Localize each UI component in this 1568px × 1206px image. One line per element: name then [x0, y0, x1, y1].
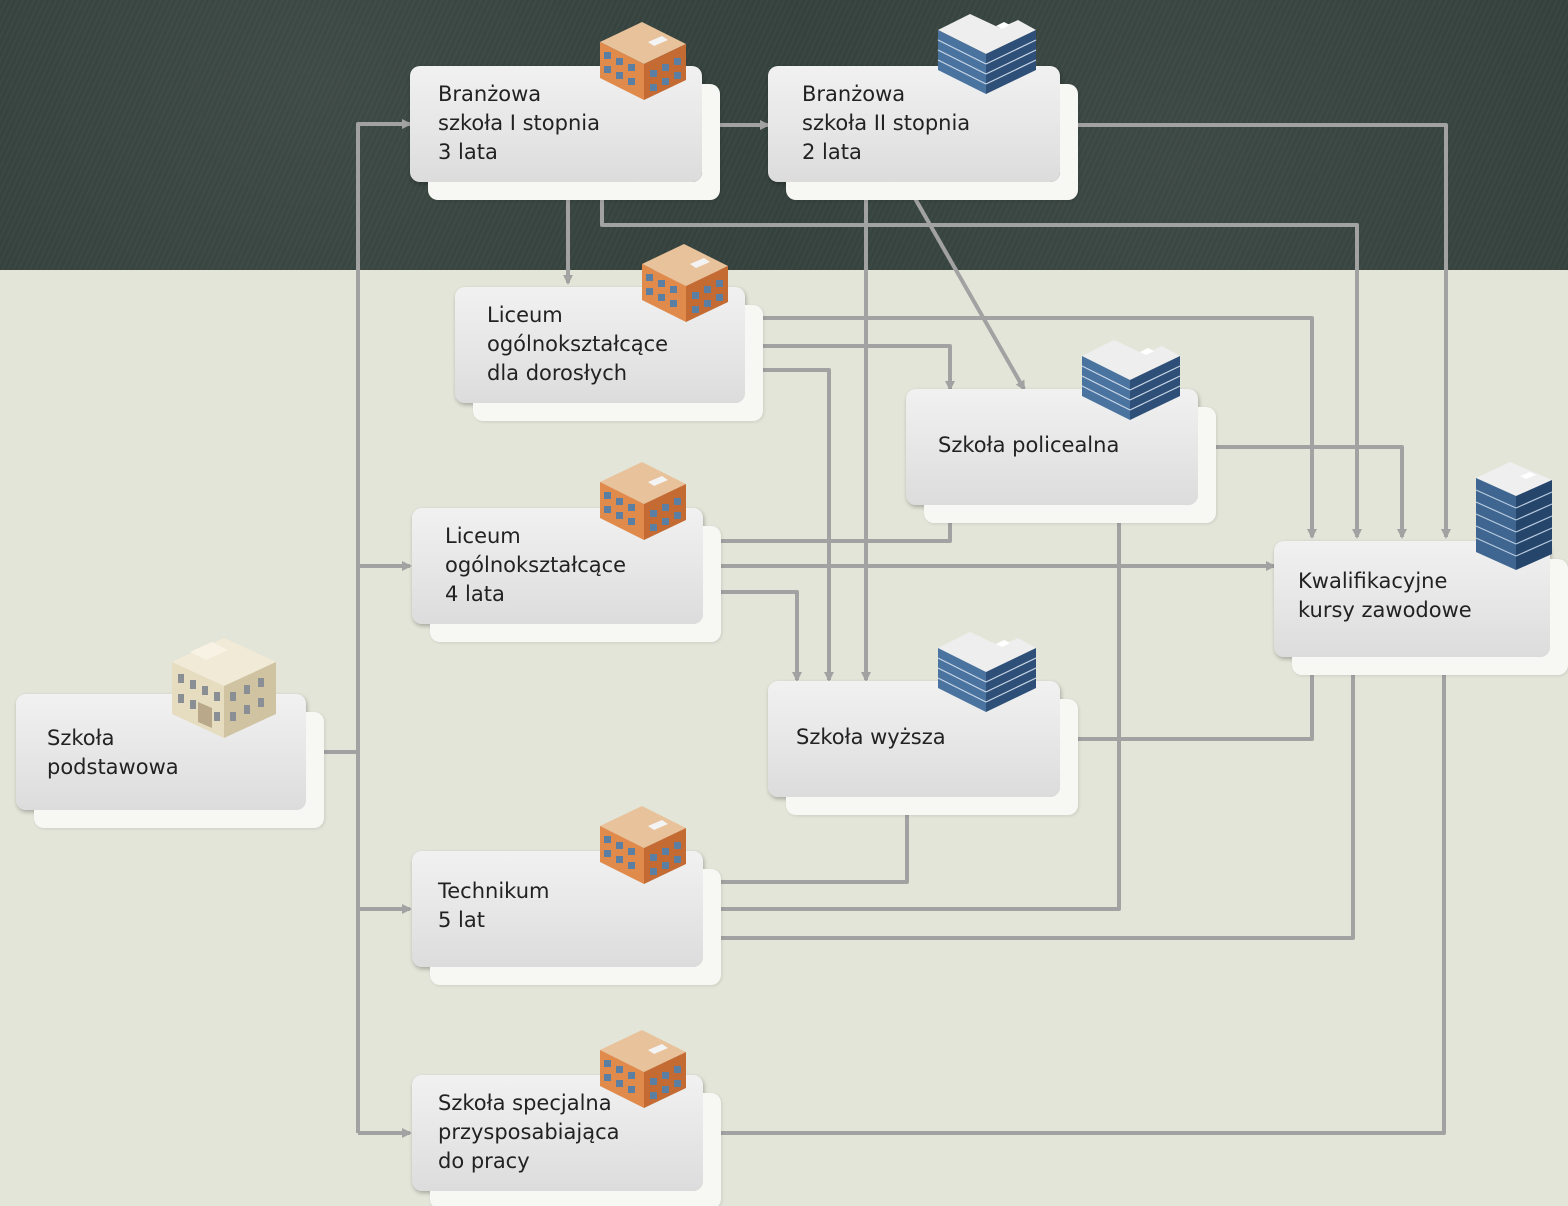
- arrow-branzowa1-to-kwalifikacyjne: [600, 183, 1362, 539]
- node-label: Branżowa szkoła I stopnia 3 lata: [438, 82, 600, 164]
- arrow-branzowa2-to-kwalifikacyjne: [1060, 123, 1451, 539]
- brick-school-building-icon: [600, 1030, 686, 1108]
- node-label: Szkoła wyższa: [796, 725, 946, 749]
- arrow-podstawowa-to-branzowa1: [356, 119, 412, 1133]
- arrow-technikum-to-policealna: [703, 505, 1124, 911]
- arrow-liceum-dorosli-to-policealna: [745, 344, 955, 391]
- glass-office-building-icon: [1081, 340, 1181, 420]
- arrow-wyzsza-to-kwalifikacyjne: [1060, 654, 1317, 741]
- node-label: Liceum ogólnokształcące dla dorosłych: [487, 303, 669, 385]
- glass-office-building-icon: [937, 632, 1037, 712]
- node-liceum-dla-doroslych[interactable]: Liceum ogólnokształcące dla dorosłych: [455, 287, 745, 403]
- node-label: Kwalifikacyjne kursy zawodowe: [1298, 569, 1472, 622]
- node-label: Szkoła policealna: [938, 433, 1120, 457]
- arrow-liceum-dorosli-to-wyzsza: [745, 368, 834, 682]
- classic-school-building-icon: [172, 638, 276, 738]
- node-label: Liceum ogólnokształcące 4 lata: [445, 524, 627, 606]
- node-label: Szkoła specjalna przysposabiająca do pra…: [438, 1091, 620, 1173]
- node-label: Branżowa szkoła II stopnia 2 lata: [802, 82, 971, 164]
- arrow-specjalna-to-kwalifikacyjne: [703, 654, 1449, 1135]
- node-branzowa-szkola-ii-stopnia[interactable]: Branżowa szkoła II stopnia 2 lata: [768, 66, 1060, 182]
- node-label: Technikum 5 lat: [438, 879, 550, 932]
- arrow-liceum4-to-wyzsza: [703, 590, 802, 682]
- brick-school-building-icon: [600, 806, 686, 884]
- brick-school-building-icon: [600, 462, 686, 540]
- glass-office-building-icon: [937, 14, 1037, 94]
- glass-tower-building-icon: [1475, 462, 1553, 570]
- brick-school-building-icon: [600, 22, 686, 100]
- node-szkola-wyzsza[interactable]: Szkoła wyższa: [768, 681, 1060, 797]
- arrow-policealna-to-kwalifikacyjne: [1198, 445, 1407, 539]
- node-label: Szkoła podstawowa: [47, 726, 179, 779]
- node-technikum[interactable]: Technikum 5 lat: [412, 851, 703, 967]
- arrow-technikum-to-kwalifikacyjne: [703, 654, 1358, 940]
- arrow-technikum-to-wyzsza: [703, 795, 912, 884]
- brick-school-building-icon: [642, 244, 728, 322]
- arrow-liceum-dorosli-to-kwalifikacyjne: [745, 316, 1317, 539]
- arrow-branzowa2-to-policealna: [903, 180, 1026, 391]
- arrow-liceum4-to-policealna: [703, 505, 955, 543]
